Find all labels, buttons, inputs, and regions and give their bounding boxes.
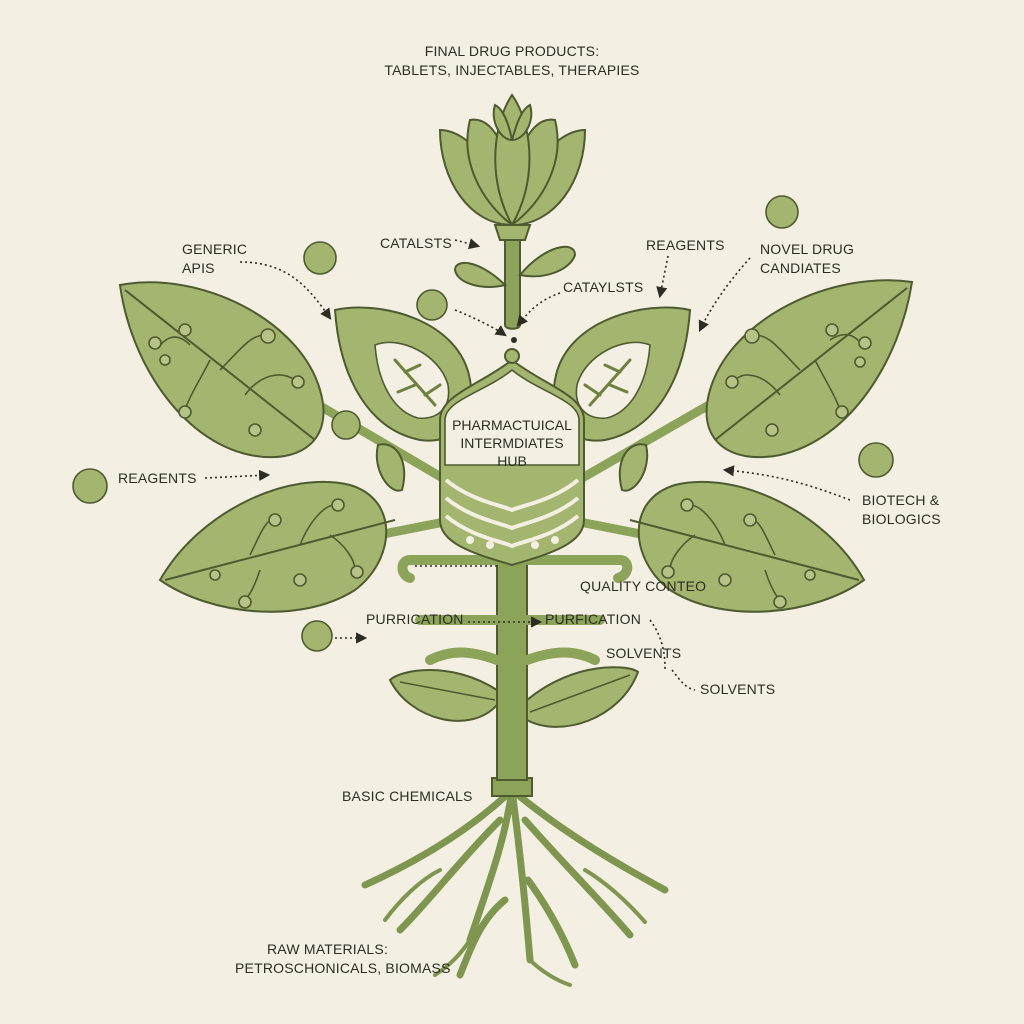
label-reagents-top: REAGENTS <box>646 237 725 253</box>
biotech-line1: BIOTECH & <box>862 492 940 508</box>
hub-line3: HUB <box>497 453 527 470</box>
flower <box>438 93 587 241</box>
stem-branches <box>397 555 633 665</box>
novel-line2: CANDIATES <box>760 259 841 276</box>
roots <box>361 786 669 987</box>
label-reagents-left: REAGENTS <box>118 470 197 486</box>
hub-line1: PHARMACTUICAL <box>452 417 572 433</box>
upper-stem-leaves <box>453 245 577 288</box>
novel-line1: NOVEL DRUG <box>760 241 855 257</box>
raw-materials-line1: RAW MATERIALS: <box>267 941 389 957</box>
final-products-line2: TABLETS, INJECTABLES, THERAPIES <box>384 61 640 78</box>
label-purification-left: PURRICATION <box>366 611 464 627</box>
label-catalysts-top: CATALSTS <box>380 235 452 251</box>
biotech-line2: BIOLOGICS <box>862 510 941 527</box>
hub-side-leaves <box>375 443 649 492</box>
floating-molecules <box>72 195 894 652</box>
label-biotech-biologics: BIOTECH & BIOLOGICS <box>862 491 941 529</box>
leaf-bottom-left <box>158 480 396 613</box>
raw-materials-line2: PETROSCHONICALS, BIOMASS <box>235 959 451 976</box>
hub-line2: INTERMDIATES <box>460 435 564 452</box>
label-basic-chemicals: BASIC CHEMICALS <box>342 788 473 804</box>
label-solvents-upper: SOLVENTS <box>606 645 682 661</box>
generic-apis-line2: APIS <box>182 259 215 276</box>
label-catalysts-mid: CATAYLSTS <box>563 279 644 295</box>
hub-shape <box>439 337 585 567</box>
label-purification-right: PURFICATION <box>545 611 642 627</box>
hub-label: PHARMACTUICAL INTERMDIATES HUB <box>430 416 594 471</box>
label-novel-drug-candidates: NOVEL DRUG CANDIATES <box>760 240 854 278</box>
inner-leaf-left <box>333 306 473 442</box>
leaf-top-left <box>118 281 325 459</box>
leaf-top-right <box>705 279 914 459</box>
label-solvents-lower: SOLVENTS <box>700 681 776 697</box>
inner-leaf-right <box>552 306 692 442</box>
final-products-line1: FINAL DRUG PRODUCTS: <box>424 43 600 59</box>
leaf-bottom-right <box>629 480 866 613</box>
label-generic-apis: GENERIC APIS <box>182 240 247 278</box>
generic-apis-line1: GENERIC <box>182 241 248 257</box>
label-final-drug-products: FINAL DRUG PRODUCTS: TABLETS, INJECTABLE… <box>352 42 672 80</box>
upper-stem <box>504 234 521 330</box>
dotted-arrows <box>204 238 851 691</box>
lower-leaves <box>388 666 640 728</box>
label-raw-materials: RAW MATERIALS: PETROSCHONICALS, BIOMASS <box>235 940 451 978</box>
label-quality-control: QUALITY CONTEO <box>580 578 707 594</box>
